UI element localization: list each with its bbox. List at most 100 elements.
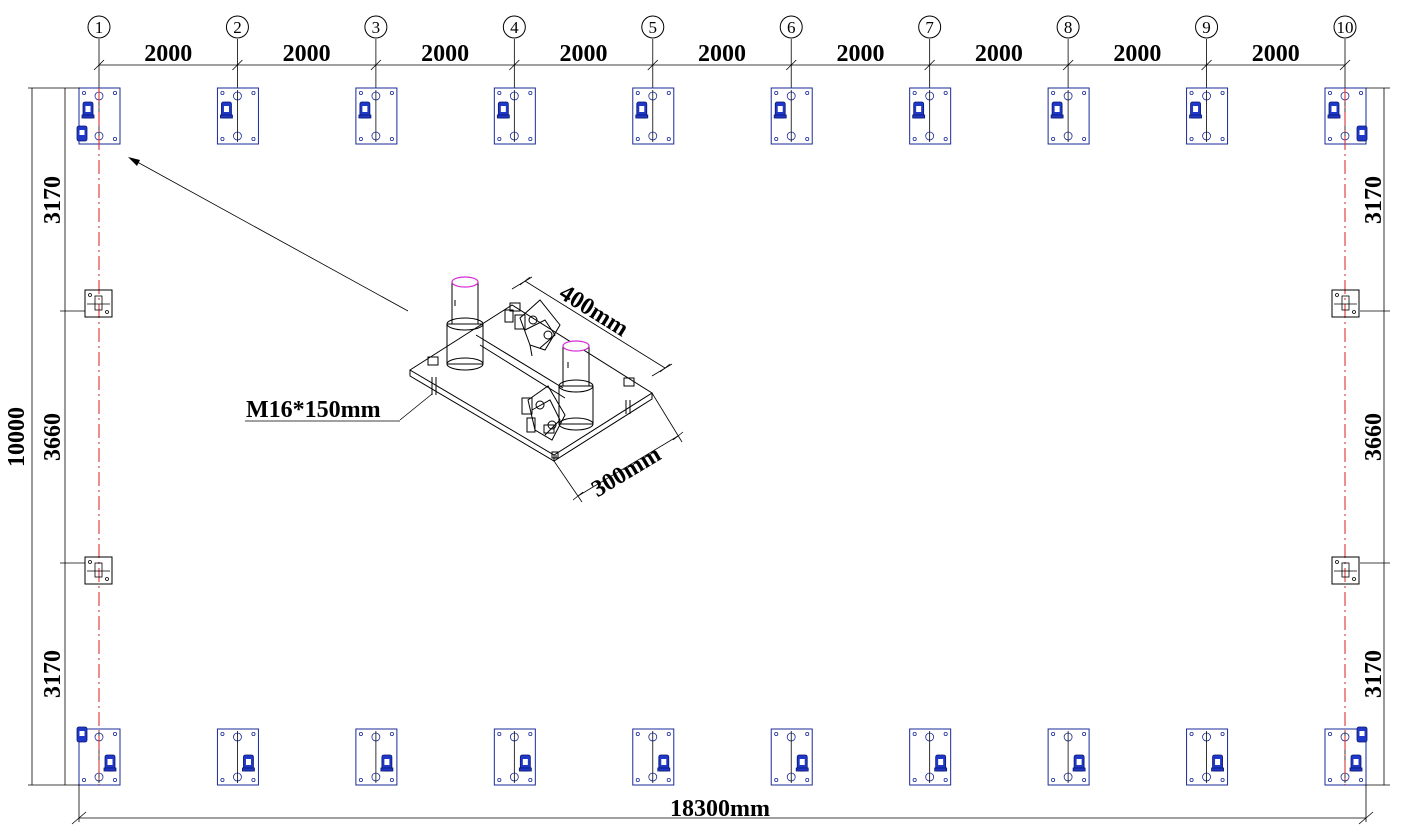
clamp-icon (518, 754, 532, 772)
bottom-dimension: 18300mm (71, 785, 1374, 825)
clamp-mechanism-lower (521, 385, 566, 441)
right-dimension: 3170 3660 3170 (1360, 87, 1390, 786)
base-plate-isometric-detail: 400mm 300mm M16*150mm (245, 276, 684, 503)
clamp-icon (81, 101, 95, 119)
grid-axis-layer: 1 2 3 4 5 6 7 8 9 10 (87, 15, 1357, 92)
left-segment-middle: 3660 (40, 413, 66, 461)
clamp-icon (1349, 754, 1363, 772)
anchor-cylinder-left (446, 276, 484, 371)
left-segment-bottom: 3170 (40, 650, 66, 698)
clamp-icon (657, 754, 671, 772)
clamp-icon (1050, 101, 1064, 119)
grid-axis-label: 5 (649, 18, 658, 37)
grid-axis-2: 2 (225, 15, 249, 92)
clamp-icon (1211, 754, 1224, 772)
grid-axis-label: 1 (95, 18, 104, 37)
detail-width-dimension: 300mm (553, 392, 684, 503)
base-plate-bottom-2 (216, 728, 259, 786)
detail-length-dimension: 400mm (511, 276, 673, 377)
detail-length-label: 400mm (555, 280, 633, 342)
detail-width-label: 300mm (587, 441, 666, 502)
clamp-icon (76, 125, 88, 142)
right-segment-top: 3170 (1361, 176, 1387, 224)
grid-axis-label: 10 (1337, 18, 1354, 37)
spacing-dimension-label: 2000 (698, 41, 746, 67)
spacing-dimension-label: 2000 (1113, 41, 1161, 67)
spacing-dimension-label: 2000 (836, 41, 884, 67)
base-plate-top-10 (1324, 87, 1368, 145)
clamp-icon (220, 101, 233, 119)
clamp-mechanism-upper (504, 299, 561, 357)
grid-axis-label: 9 (1202, 18, 1211, 37)
detail-leader-arrow (128, 157, 409, 312)
spacing-dimension-label: 2000 (283, 41, 331, 67)
base-plate-top-4 (493, 87, 536, 145)
clamp-icon (103, 754, 117, 772)
grid-axis-8: 8 (1056, 15, 1080, 92)
base-plate-top-6 (770, 87, 813, 145)
base-plate-top-2 (216, 87, 259, 145)
left-dimension: 10000 3170 3660 3170 (4, 87, 85, 786)
anchor-cylinder-right (558, 340, 594, 431)
grid-axis-label: 7 (925, 18, 934, 37)
base-plate-bottom-3 (355, 728, 398, 786)
spacing-dimension-label: 2000 (560, 41, 608, 67)
grid-axis-label: 3 (372, 18, 381, 37)
clamp-icon (934, 754, 948, 772)
base-plate-bottom-5 (632, 728, 675, 786)
clamp-icon (795, 754, 809, 772)
grid-axis-5: 5 (641, 15, 665, 92)
grid-axis-7: 7 (918, 15, 942, 92)
clamp-icon (1356, 726, 1368, 743)
grid-axis-label: 6 (787, 18, 796, 37)
right-segment-bottom: 3170 (1361, 650, 1387, 698)
clamp-icon (635, 101, 649, 119)
clamp-icon (496, 101, 510, 119)
total-width-label: 18300mm (670, 796, 770, 822)
base-plate-bottom-6 (770, 728, 813, 786)
clamp-icon (1189, 101, 1202, 119)
side-plate-right-lower (1331, 556, 1360, 585)
base-plate-bottom-7 (909, 728, 952, 786)
clamp-icon (242, 754, 255, 772)
spacing-dimension-label: 2000 (421, 41, 469, 67)
bolt-callout: M16*150mm (245, 393, 433, 423)
total-height-label: 10000 (4, 407, 30, 467)
side-plate-left-upper (84, 289, 113, 318)
side-plate-right-upper (1331, 289, 1360, 318)
grid-axis-label: 8 (1064, 18, 1073, 37)
clamp-icon (1356, 125, 1368, 142)
base-plate-top-7 (909, 87, 952, 145)
clamp-icon (912, 101, 926, 119)
spacing-dimension-label: 2000 (1252, 41, 1300, 67)
clamp-icon (76, 726, 88, 743)
grid-axis-1: 1 (87, 15, 111, 92)
grid-axis-label: 4 (510, 18, 519, 37)
base-plate-layer (76, 87, 1368, 786)
clamp-icon (1072, 754, 1086, 772)
side-plate-left-lower (84, 556, 113, 585)
left-segment-top: 3170 (40, 176, 66, 224)
connecting-pipe (475, 334, 566, 399)
grid-axis-label: 2 (233, 18, 242, 37)
spacing-dimension-label: 2000 (144, 41, 192, 67)
grid-axis-4: 4 (502, 15, 526, 92)
clamp-icon (1327, 101, 1341, 119)
grid-axis-6: 6 (779, 15, 803, 92)
clamp-icon (380, 754, 394, 772)
base-plate-bottom-8 (1047, 728, 1090, 786)
right-segment-middle: 3660 (1361, 413, 1387, 461)
base-plate-top-8 (1047, 87, 1090, 145)
bolt-spec-label: M16*150mm (246, 397, 381, 423)
anchor-bolt-icon (427, 302, 635, 459)
clamp-icon (773, 101, 787, 119)
base-plate-top-3 (355, 87, 398, 145)
base-plate-bottom-9 (1186, 728, 1229, 786)
base-plate-bottom-4 (493, 728, 536, 786)
base-plate-top-9 (1186, 87, 1229, 145)
base-plate-bottom-10 (1324, 726, 1368, 786)
base-plate-top-5 (632, 87, 675, 145)
